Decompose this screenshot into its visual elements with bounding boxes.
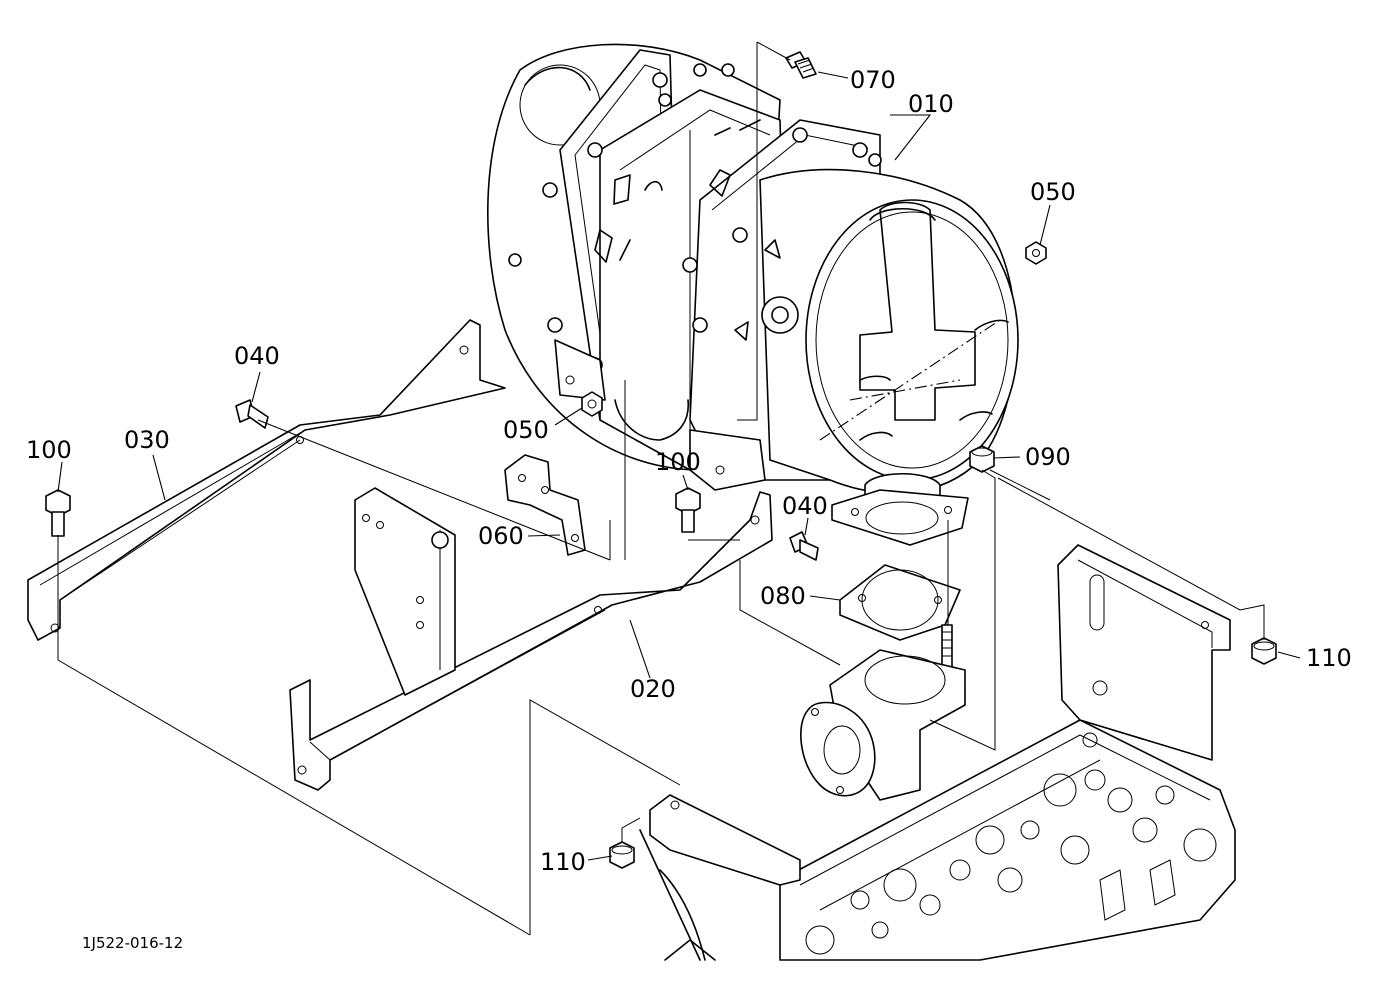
callout-110-right: 110: [1306, 644, 1352, 672]
callout-090: 090: [1025, 443, 1071, 471]
bolt-040-right: [789, 531, 819, 561]
bolt-100-right: [675, 487, 701, 533]
bracket-030: [27, 319, 506, 641]
nut-050-mid: [581, 391, 603, 417]
stud: [941, 624, 953, 671]
lower-bracket: [639, 794, 801, 961]
bolt-100-left: [45, 489, 71, 537]
leader-lines: [57, 71, 1301, 861]
callout-050-top: 050: [1030, 178, 1076, 206]
bolt-040-left: [235, 399, 269, 429]
callout-040-right: 040: [782, 492, 828, 520]
drawing-code: 1J522-016-12: [82, 934, 183, 952]
callout-100-right: 100: [655, 448, 701, 476]
exhaust-elbow: [800, 649, 966, 801]
support-plate: [354, 487, 456, 696]
callout-040-left: 040: [234, 342, 280, 370]
nut-110-right: [1251, 637, 1277, 665]
callout-labels: 070 010 050 040 030 100 050 100 090 040 …: [26, 66, 1352, 876]
assembly-lines: [57, 41, 1265, 936]
callout-010: 010: [908, 90, 954, 118]
callout-020: 020: [630, 675, 676, 703]
nut-090: [969, 445, 995, 473]
callout-100-left: 100: [26, 436, 72, 464]
callout-050-mid: 050: [503, 416, 549, 444]
callout-030: 030: [124, 426, 170, 454]
right-mounting-bracket: [1057, 544, 1231, 761]
callout-060: 060: [478, 522, 524, 550]
cylinder-head: [779, 719, 1236, 961]
bolt-070: [785, 51, 817, 79]
callout-070: 070: [850, 66, 896, 94]
callout-110-lower: 110: [540, 848, 586, 876]
head-ports: [805, 732, 1217, 955]
dpf-muffler-assembly: [487, 43, 1019, 546]
callout-080: 080: [760, 582, 806, 610]
nut-050-top: [1025, 241, 1047, 265]
nut-110-lower: [609, 841, 635, 869]
